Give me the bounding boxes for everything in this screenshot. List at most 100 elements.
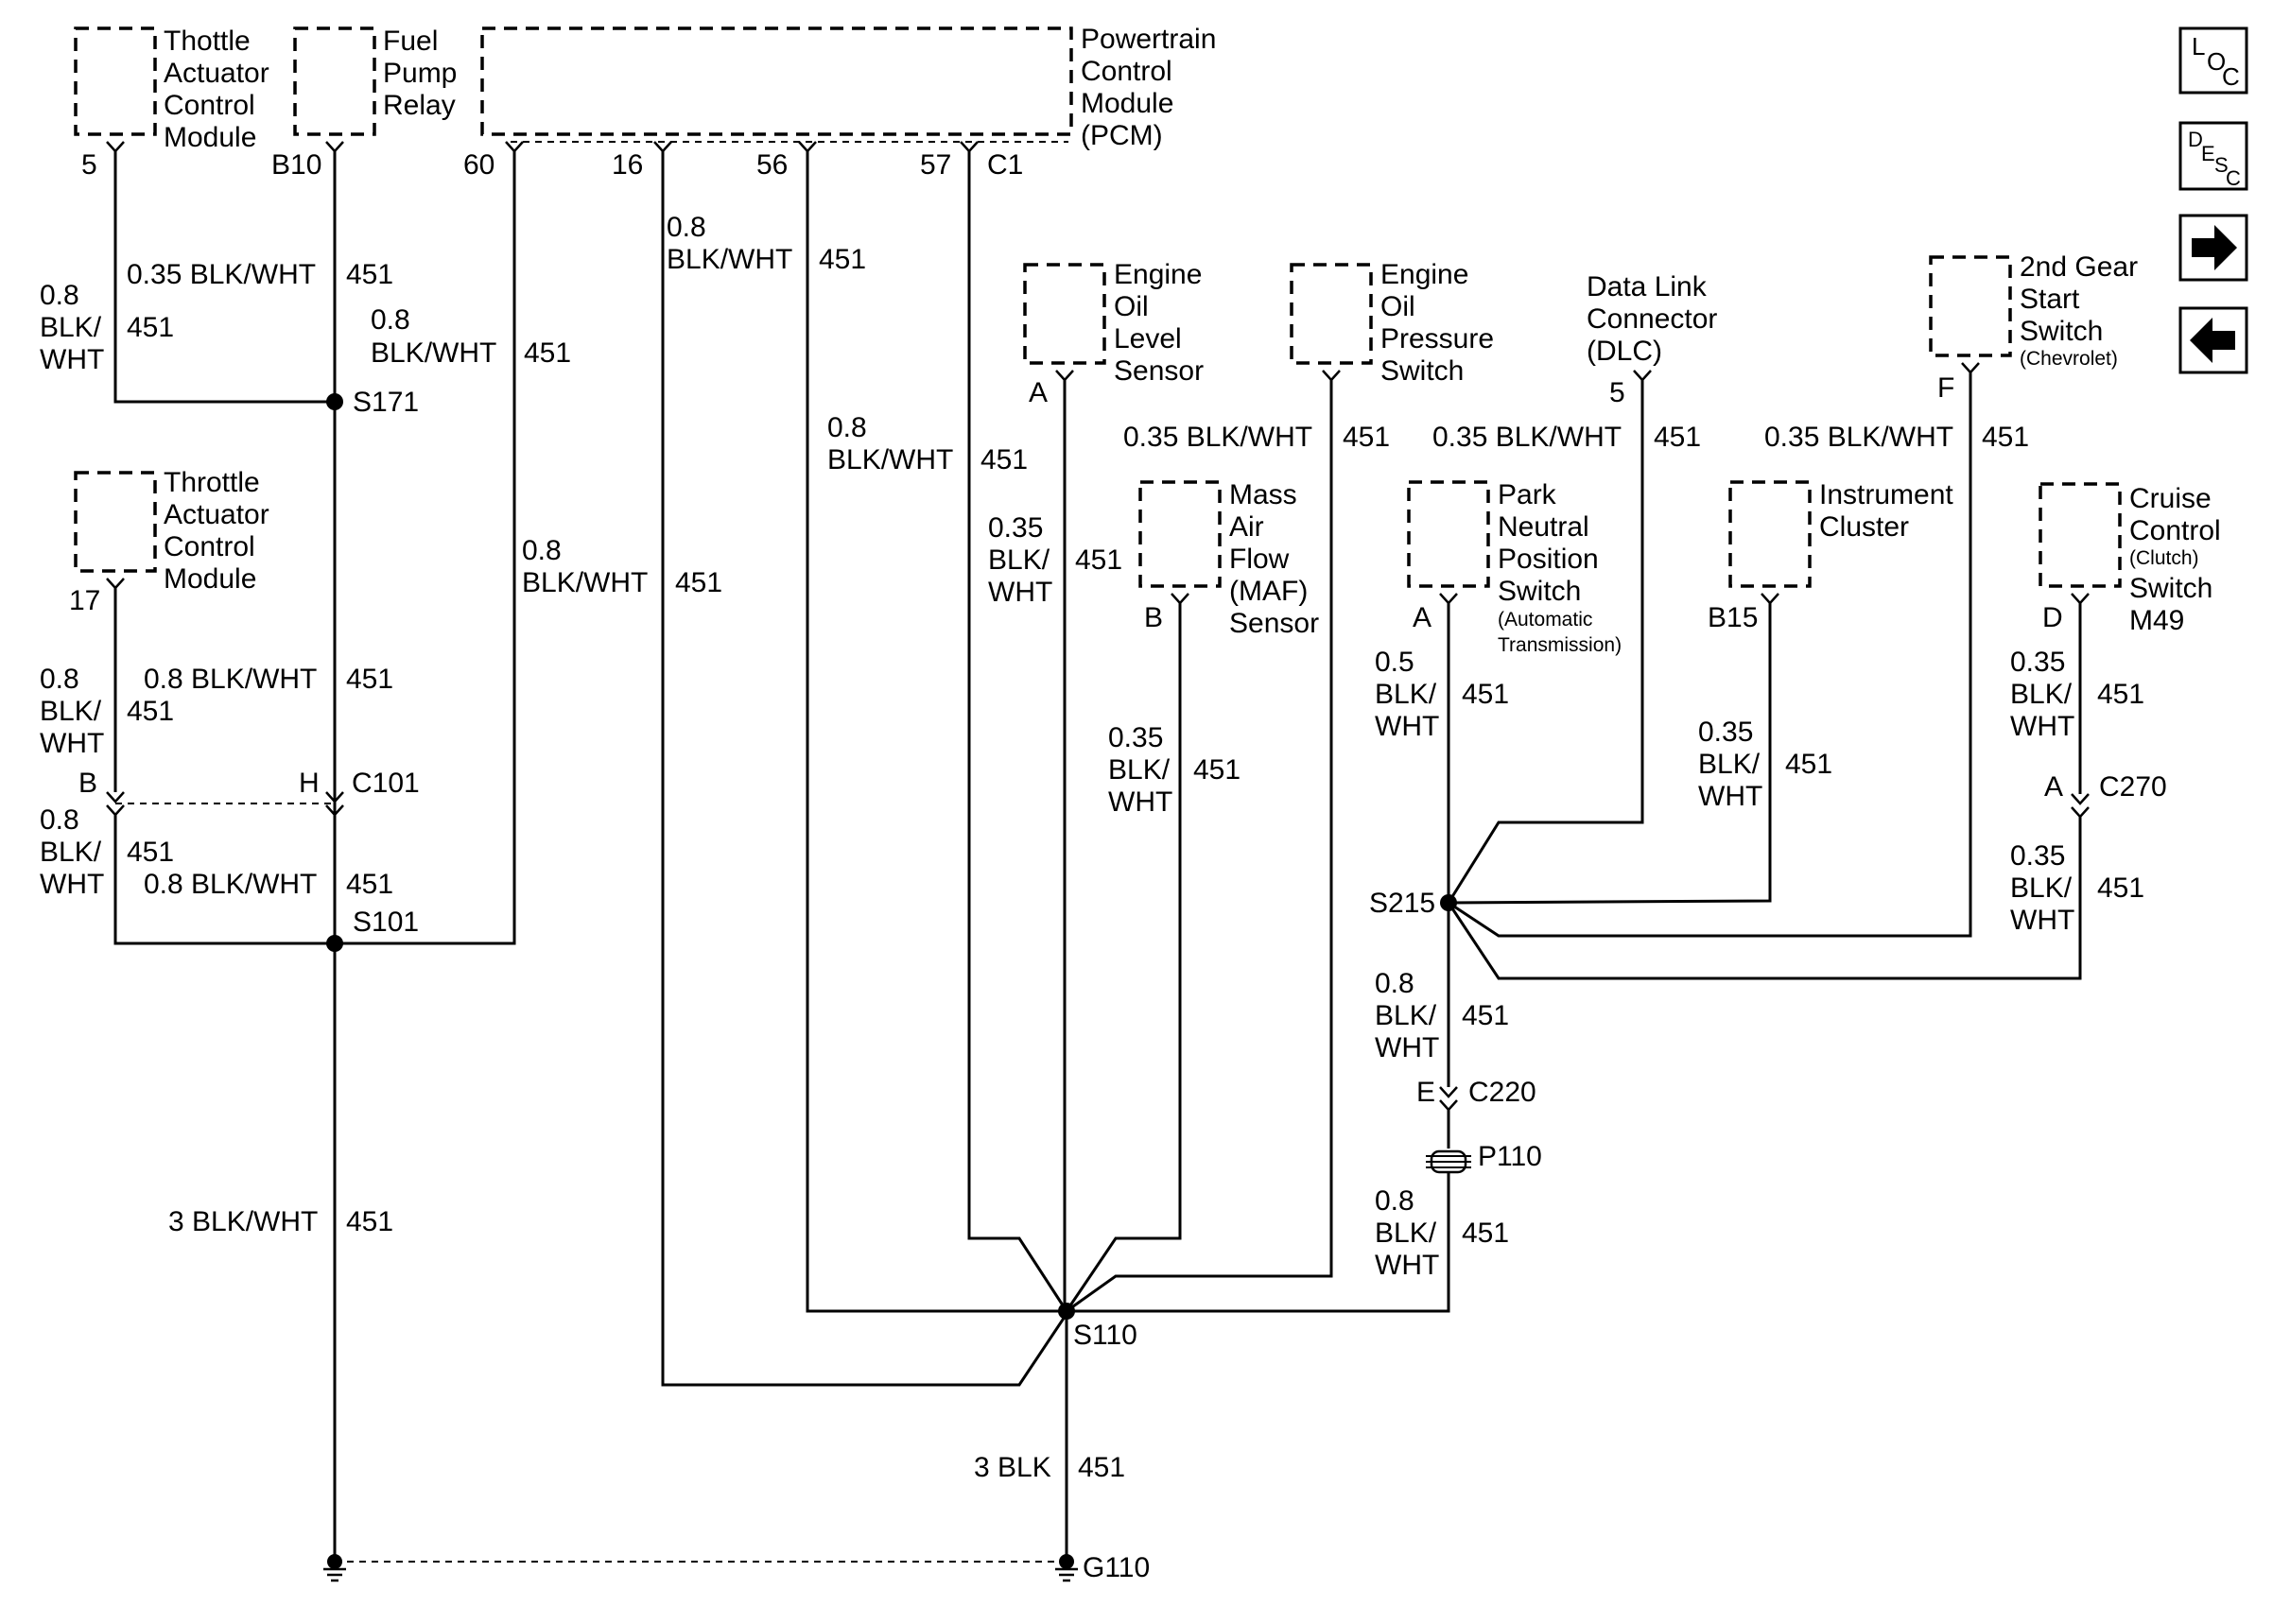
- pin-label: 5: [81, 149, 97, 181]
- wire-size: 0.8: [40, 280, 79, 311]
- wire-circuit: 451: [980, 444, 1028, 475]
- wire-second-gear: [1448, 372, 1972, 938]
- maf-label: Mass: [1229, 479, 1297, 510]
- wire-color: WHT: [1375, 711, 1439, 742]
- wire-color: BLK/: [40, 312, 102, 343]
- wire-circuit: 451: [1343, 422, 1390, 453]
- wire-s110-s215: [1067, 1172, 1450, 1313]
- tac-top-label: Actuator: [164, 58, 269, 89]
- prev-button[interactable]: [2178, 306, 2248, 374]
- park-neutral-switch-box: [1407, 480, 1490, 588]
- wire-circuit: 451: [1078, 1452, 1125, 1483]
- wire-circuit: 451: [1462, 1000, 1509, 1031]
- wire-maf: [1065, 603, 1182, 1312]
- wire-color: WHT: [40, 344, 104, 375]
- desc-button[interactable]: D E S C: [2178, 121, 2248, 191]
- wire-circuit: 451: [1193, 754, 1241, 786]
- wire-tac-mid-lower: [113, 815, 335, 945]
- loc-button-frame[interactable]: [2178, 26, 2248, 95]
- pin-label: 16: [612, 149, 643, 181]
- desc-letter: E: [2201, 142, 2215, 165]
- ic-label: Cluster: [1819, 511, 1909, 543]
- wire-spec: 0.35 BLK/WHT: [1123, 422, 1312, 453]
- desc-button-frame[interactable]: [2178, 121, 2248, 191]
- wire-circuit: 451: [675, 567, 722, 598]
- wires: [113, 151, 2082, 1564]
- second-gear-start-switch-box: [1929, 255, 2012, 357]
- wire-spec: 0.35 BLK/WHT: [1764, 422, 1953, 453]
- desc-letter: D: [2188, 128, 2203, 151]
- wire-circuit: 451: [524, 337, 571, 369]
- fuel-pump-relay-label: Relay: [383, 90, 456, 121]
- pcm-label: (PCM): [1081, 120, 1163, 151]
- connector-label: C270: [2099, 771, 2167, 803]
- wire-spec: 0.8 BLK/WHT: [144, 869, 317, 900]
- pnp-label: Position: [1498, 544, 1599, 575]
- wire-color: WHT: [1375, 1032, 1439, 1063]
- pin-label: 56: [756, 149, 788, 181]
- desc-letter: S: [2214, 153, 2229, 177]
- instrument-cluster-box: [1728, 480, 1812, 588]
- splice-dot: [326, 393, 343, 410]
- pin-terminals: [106, 141, 2090, 1112]
- wire-size: 0.35: [2010, 840, 2065, 872]
- pcm-label: Powertrain: [1081, 24, 1216, 55]
- pin-label: B: [78, 768, 97, 799]
- wire-spec: 3 BLK/WHT: [168, 1206, 318, 1237]
- dlc-label: (DLC): [1587, 336, 1662, 367]
- pin-label: 17: [69, 585, 100, 616]
- tac-mid-label: Control: [164, 531, 255, 562]
- c101-terminal: [106, 804, 125, 817]
- wire-size: 0.8: [371, 304, 410, 336]
- p110-symbol: [1426, 1149, 1471, 1174]
- pin-label: A: [1413, 602, 1431, 633]
- wire-color: BLK/: [40, 696, 102, 727]
- wire-color: BLK/: [1108, 754, 1171, 786]
- pin-terminal: [1439, 593, 1458, 605]
- cruise-label: Switch: [2129, 573, 2212, 604]
- desc-letter: C: [2226, 166, 2241, 190]
- c220-terminal: [1439, 1099, 1458, 1112]
- wire-circuit: 451: [1785, 749, 1832, 780]
- wire-color: BLK/: [1698, 749, 1761, 780]
- wire-color: BLK/WHT: [827, 444, 953, 475]
- second-gear-note: (Chevrolet): [2020, 348, 2118, 370]
- wire-pcm-57: [967, 151, 1068, 1312]
- pin-label: A: [2044, 771, 2063, 803]
- ground-icon: [1055, 1567, 1078, 1582]
- wire-labels: 0.8 BLK/ WHT 451 0.35 BLK/WHT 451 0.8 BL…: [40, 212, 2144, 1483]
- loc-letter: C: [2222, 62, 2240, 91]
- wire-pcm-60: [335, 151, 516, 945]
- c270-terminal: [2071, 793, 2090, 805]
- wire-size: 0.8: [522, 535, 562, 566]
- wire-size: 0.35: [2010, 647, 2065, 678]
- wire-circuit: 451: [346, 1206, 393, 1237]
- wire-color: BLK/: [2010, 679, 2073, 710]
- maf-sensor-box: [1138, 480, 1222, 588]
- eop-label: Engine: [1380, 259, 1468, 290]
- splice-label: S110: [1073, 1320, 1137, 1351]
- next-button[interactable]: [2178, 214, 2248, 282]
- cruise-label: M49: [2129, 605, 2184, 636]
- splice-dots: [326, 393, 1457, 1569]
- pnp-note: (Automatic: [1498, 609, 1592, 631]
- cruise-control-box: [2039, 482, 2122, 588]
- cruise-label: Control: [2129, 515, 2221, 546]
- pin-label: B15: [1708, 602, 1758, 633]
- splice-dot: [1440, 894, 1457, 911]
- wire-spec: 0.8 BLK/WHT: [144, 664, 317, 695]
- wire-size: 0.8: [1375, 968, 1414, 999]
- wire-size: 0.35: [1108, 722, 1163, 753]
- wire-color: BLK/WHT: [522, 567, 648, 598]
- tac-module-mid-box: [74, 471, 157, 573]
- eol-label: Level: [1114, 323, 1182, 354]
- wire-spec: 0.35 BLK/WHT: [1432, 422, 1622, 453]
- splice-label: S215: [1369, 888, 1435, 919]
- wire-circuit: 451: [127, 696, 174, 727]
- pnp-label: Neutral: [1498, 511, 1589, 543]
- pnp-note: Transmission): [1498, 634, 1622, 656]
- loc-button[interactable]: L O C: [2178, 26, 2248, 95]
- pcm-label: Module: [1081, 88, 1173, 119]
- tac-mid-label: Module: [164, 563, 256, 595]
